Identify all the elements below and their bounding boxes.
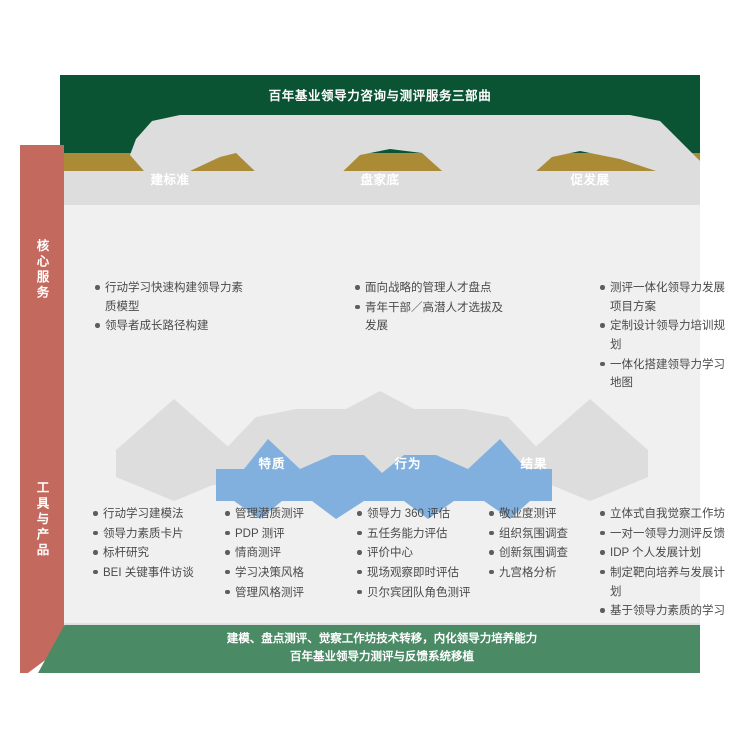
list-item: 创新氛围调查 [488, 544, 606, 563]
list-item: 制定靶向培养与发展计划 [599, 564, 734, 601]
list-item: 行动学习快速构建领导力素质模型 [94, 279, 254, 316]
sidebar-item-tools-products[interactable]: 工具与产品 [34, 481, 49, 559]
infographic-frame: 百年基业领导力咨询与测评服务三部曲 建标准 盘家底 促发展 核心服务 工具与产品 [20, 75, 725, 675]
list-item: 敬业度测评 [488, 505, 606, 524]
tools-column-2: 领导力 360 评估 五任务能力评估 评价中心 现场观察即时评估 贝尔宾团队角色… [356, 505, 486, 603]
tools-column-4: 立体式自我觉察工作坊 一对一领导力测评反馈 IDP 个人发展计划 制定靶向培养与… [599, 505, 734, 640]
footer-band [38, 625, 700, 673]
list-item: BEI 关键事件访谈 [92, 564, 220, 583]
list-item: 标杆研究 [92, 544, 220, 563]
list-item: 组织氛围调查 [488, 525, 606, 544]
ridge-shape [60, 115, 700, 205]
phase-label-row: 建标准 盘家底 促发展 [60, 169, 700, 197]
list-item: 领导力 360 评估 [356, 505, 486, 524]
list-item: 行动学习建模法 [92, 505, 220, 524]
phase-label-2: 促发展 [570, 173, 610, 187]
tools-column-3: 敬业度测评 组织氛围调查 创新氛围调查 九宫格分析 [488, 505, 606, 584]
list-item: 学习决策风格 [224, 564, 352, 583]
tools-column-1: 管理潜质测评 PDP 测评 情商测评 学习决策风格 管理风格测评 [224, 505, 352, 603]
list-item: 青年干部／高潜人才选拔及发展 [354, 299, 514, 336]
phase-label-1: 盘家底 [360, 173, 400, 187]
footer-divider [64, 623, 700, 625]
core-services-column-0: 行动学习快速构建领导力素质模型 领导者成长路径构建 [94, 279, 254, 337]
sidebar-item-core-services[interactable]: 核心服务 [34, 239, 49, 301]
list-item: 一体化搭建领导力学习地图 [599, 356, 734, 393]
list-item: 领导者成长路径构建 [94, 317, 254, 336]
list-item: 面向战略的管理人才盘点 [354, 279, 514, 298]
list-item: 定制设计领导力培训规划 [599, 317, 734, 354]
footer-line-1: 建模、盘点测评、觉察工作坊技术转移，内化领导力培养能力 [226, 633, 538, 646]
list-item: 管理潜质测评 [224, 505, 352, 524]
list-item: IDP 个人发展计划 [599, 544, 734, 563]
core-services-column-2: 测评一体化领导力发展项目方案 定制设计领导力培训规划 一体化搭建领导力学习地图 [599, 279, 734, 394]
middle-label-1: 行为 [394, 457, 422, 471]
page-title: 百年基业领导力咨询与测评服务三部曲 [268, 88, 492, 103]
list-item: 管理风格测评 [224, 584, 352, 603]
core-services-column-1: 面向战略的管理人才盘点 青年干部／高潜人才选拔及发展 [354, 279, 514, 337]
list-item: 测评一体化领导力发展项目方案 [599, 279, 734, 316]
list-item: 情商测评 [224, 544, 352, 563]
list-item: 评价中心 [356, 544, 486, 563]
middle-label-2: 结果 [520, 457, 548, 471]
list-item: 贝尔宾团队角色测评 [356, 584, 486, 603]
footer-text: 建模、盘点测评、觉察工作坊技术转移，内化领导力培养能力 百年基业领导力测评与反馈… [64, 625, 700, 673]
tools-column-0: 行动学习建模法 领导力素质卡片 标杆研究 BEI 关键事件访谈 [92, 505, 220, 584]
list-item: 五任务能力评估 [356, 525, 486, 544]
phase-label-0: 建标准 [150, 173, 190, 187]
core-services-columns: 行动学习快速构建领导力素质模型 领导者成长路径构建 面向战略的管理人才盘点 青年… [64, 201, 725, 389]
list-item: 领导力素质卡片 [92, 525, 220, 544]
tools-columns: 行动学习建模法 领导力素质卡片 标杆研究 BEI 关键事件访谈 管理潜质测评 P… [64, 505, 750, 695]
list-item: 九宫格分析 [488, 564, 606, 583]
list-item: PDP 测评 [224, 525, 352, 544]
list-item: 现场观察即时评估 [356, 564, 486, 583]
list-item: 一对一领导力测评反馈 [599, 525, 734, 544]
list-item: 立体式自我觉察工作坊 [599, 505, 734, 524]
sidebar-band [20, 145, 64, 625]
middle-label-0: 特质 [258, 457, 286, 471]
footer-line-2: 百年基业领导力测评与反馈系统移植 [290, 651, 474, 663]
